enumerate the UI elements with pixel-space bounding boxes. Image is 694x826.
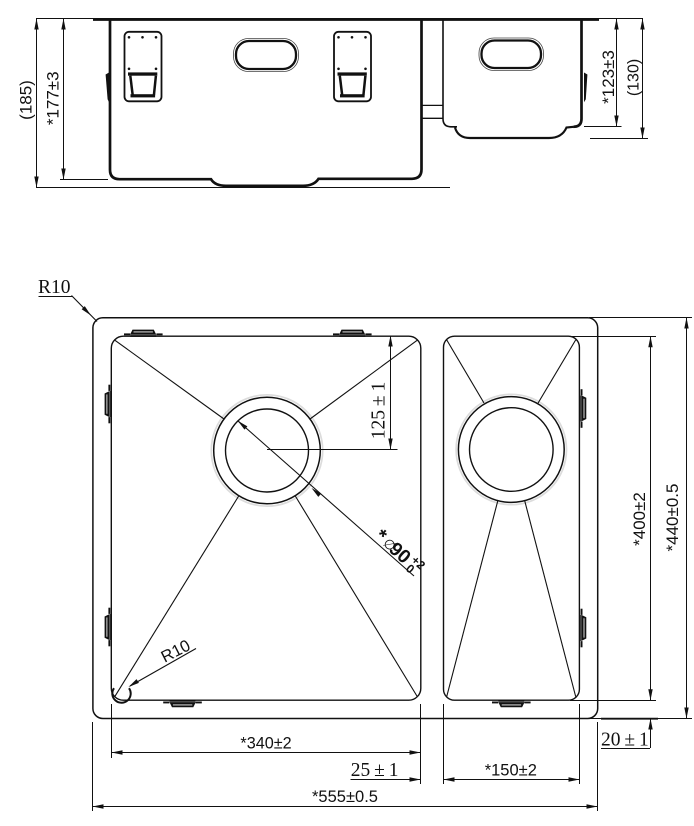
svg-text:25 ± 1: 25 ± 1 (351, 760, 399, 781)
svg-text:*340±2: *340±2 (240, 735, 291, 753)
svg-text:*177±3: *177±3 (44, 71, 63, 125)
svg-text:*150±2: *150±2 (485, 762, 537, 780)
svg-text:*555±0.5: *555±0.5 (312, 788, 378, 806)
svg-text:*123±3: *123±3 (599, 50, 618, 104)
svg-text:*400±2: *400±2 (630, 492, 649, 546)
svg-text:(185): (185) (17, 80, 36, 120)
svg-text:*440±0.5: *440±0.5 (663, 484, 682, 552)
svg-text:R10: R10 (38, 277, 71, 298)
svg-text:R10: R10 (158, 637, 193, 667)
svg-text:(130): (130) (626, 59, 643, 96)
svg-text:20 ± 1: 20 ± 1 (601, 730, 649, 751)
svg-text:125 ± 1: 125 ± 1 (369, 382, 390, 440)
